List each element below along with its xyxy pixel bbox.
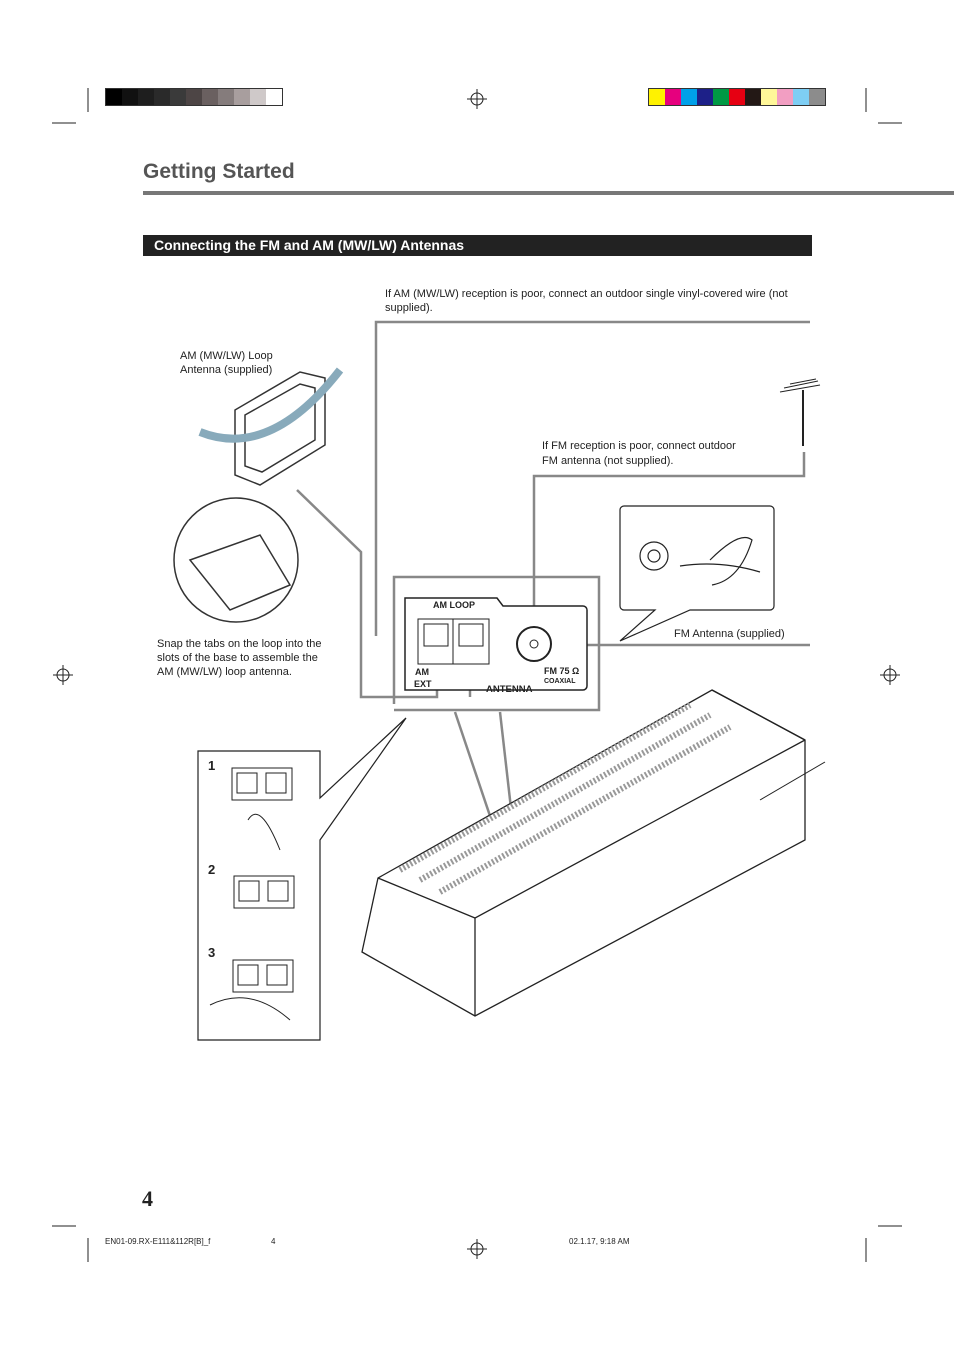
color-swatch bbox=[681, 89, 697, 105]
step-1-label: 1 bbox=[208, 758, 215, 773]
color-swatch bbox=[713, 89, 729, 105]
color-calibration-bar bbox=[648, 88, 826, 106]
footer-file: EN01-09.RX-E111&112R[B]_f bbox=[105, 1237, 211, 1246]
color-swatch bbox=[809, 89, 825, 105]
color-swatch bbox=[218, 89, 234, 105]
loop-antenna-label: AM (MW/LW) Loop Antenna (supplied) bbox=[180, 350, 273, 376]
receiver-unit-illustration bbox=[361, 689, 826, 1017]
color-swatch bbox=[266, 89, 282, 105]
coaxial-label: COAXIAL bbox=[544, 678, 576, 685]
color-swatch bbox=[777, 89, 793, 105]
am-ext-label-2: EXT bbox=[414, 679, 432, 689]
color-swatch bbox=[729, 89, 745, 105]
am-loop-label: AM LOOP bbox=[433, 600, 475, 610]
fm-antenna-label: FM Antenna (supplied) bbox=[674, 628, 785, 640]
fm-outdoor-note: If FM reception is poor, connect outdoor… bbox=[542, 440, 736, 467]
color-swatch bbox=[138, 89, 154, 105]
step-3-label: 3 bbox=[208, 945, 215, 960]
color-swatch bbox=[649, 89, 665, 105]
step-2-label: 2 bbox=[208, 862, 215, 877]
color-swatch bbox=[745, 89, 761, 105]
footer-page: 4 bbox=[271, 1237, 276, 1246]
color-swatch bbox=[793, 89, 809, 105]
am-ext-label-1: AM bbox=[415, 667, 429, 677]
loop-assembly-steps: 1 2 3 bbox=[197, 717, 407, 1041]
antenna-terminal-panel: AM LOOP AM EXT ANTENNA FM 75 Ω COAXIAL bbox=[392, 575, 601, 712]
registration-mark-icon bbox=[53, 89, 900, 1259]
snap-tabs-note: Snap the tabs on the loop into the slots… bbox=[157, 638, 322, 678]
color-swatch bbox=[202, 89, 218, 105]
color-swatch bbox=[170, 89, 186, 105]
color-swatch bbox=[697, 89, 713, 105]
loop-antenna-icon bbox=[173, 367, 344, 623]
page-number: 4 bbox=[142, 1186, 153, 1211]
fm-plug-callout bbox=[619, 505, 775, 642]
antenna-label: ANTENNA bbox=[486, 684, 533, 695]
color-swatch bbox=[154, 89, 170, 105]
gray-calibration-bar bbox=[105, 88, 283, 106]
outdoor-fm-antenna-icon bbox=[779, 378, 821, 446]
fm-75-label: FM 75 Ω bbox=[544, 666, 579, 676]
color-swatch bbox=[665, 89, 681, 105]
color-swatch bbox=[234, 89, 250, 105]
section-title: Getting Started bbox=[143, 160, 295, 183]
color-swatch bbox=[122, 89, 138, 105]
title-rule bbox=[143, 191, 954, 195]
color-swatch bbox=[186, 89, 202, 105]
color-swatch bbox=[761, 89, 777, 105]
color-swatch bbox=[106, 89, 122, 105]
color-swatch bbox=[250, 89, 266, 105]
am-outdoor-note: If AM (MW/LW) reception is poor, connect… bbox=[385, 288, 788, 314]
footer-date: 02.1.17, 9:18 AM bbox=[569, 1237, 630, 1246]
subheader: Connecting the FM and AM (MW/LW) Antenna… bbox=[143, 235, 812, 256]
